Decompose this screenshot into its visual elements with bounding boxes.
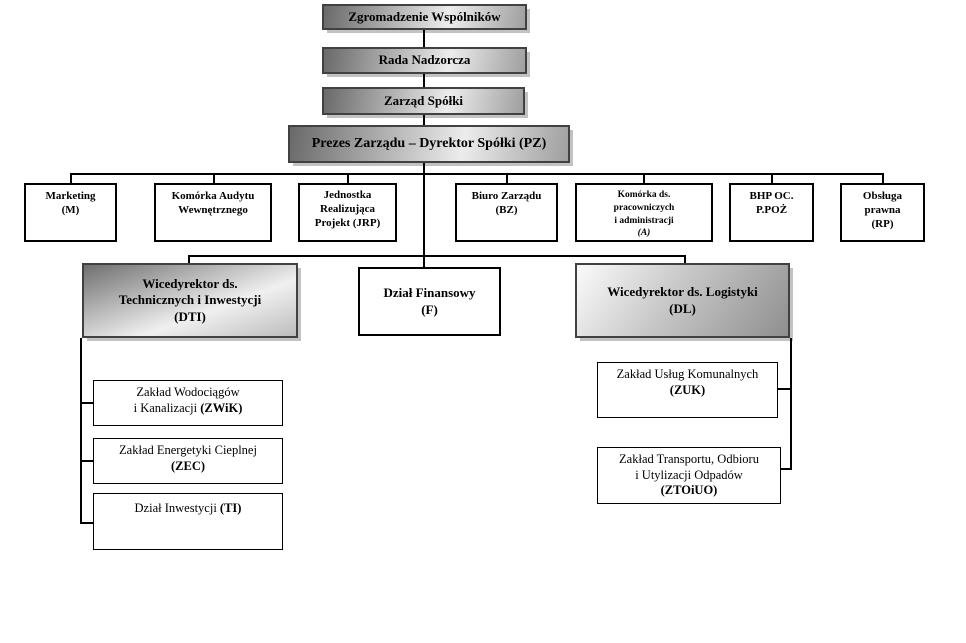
node-label: Wewnętrznego — [178, 203, 248, 216]
node-label: prawna — [864, 203, 901, 216]
connector-drop-bhp — [771, 173, 773, 183]
node-label: Zakład Energetyki Cieplnej — [119, 443, 257, 457]
node-label: Wicedyrektor ds. Logistyki — [607, 284, 758, 300]
org-node-ti: Dział Inwestycji (TI) — [93, 493, 283, 550]
connector-stub-zuk — [778, 388, 792, 390]
node-label: Obsługa — [862, 190, 903, 202]
org-node-biuro-zarzadu: Biuro Zarządu (BZ) — [455, 183, 558, 242]
connector-stub-zwik — [80, 402, 93, 404]
connector-drop-dti — [188, 255, 190, 264]
node-label: Prezes Zarządu – Dyrektor Spółki (PZ) — [311, 136, 547, 152]
org-node-zuk: Zakład Usług Komunalnych (ZUK) — [597, 362, 778, 418]
node-label: Marketing — [45, 190, 96, 202]
org-node-obsluga-prawna: Obsługa prawna (RP) — [840, 183, 925, 242]
connector-drop-biuro — [506, 173, 508, 183]
node-label: i administracji — [614, 215, 674, 226]
node-label: BHP OC. — [749, 190, 794, 202]
node-label: Wicedyrektor ds. — [142, 276, 238, 292]
org-node-marketing: Marketing (M) — [24, 183, 117, 242]
node-abbr: (M) — [61, 203, 80, 216]
org-node-ztoiuo: Zakład Transportu, Odbioru i Utylizacji … — [597, 447, 781, 504]
org-node-dzial-finansowy: Dział Finansowy (F) — [358, 267, 501, 336]
node-abbr: (ZEC) — [170, 458, 206, 473]
org-node-wicedyrektor-dl: Wicedyrektor ds. Logistyki (DL) — [575, 263, 790, 338]
org-node-jrp: Jednostka Realizująca Projekt (JRP) — [298, 183, 397, 242]
node-abbr: (BZ) — [495, 203, 518, 216]
node-label: Zakład Usług Komunalnych — [616, 367, 759, 381]
node-label: Realizująca — [320, 202, 375, 215]
node-label: Zakład Wodociągów — [136, 385, 240, 399]
node-abbr: (RP) — [871, 217, 894, 230]
node-label: Dział Inwestycji — [134, 501, 217, 515]
connector-drop-marketing — [70, 173, 72, 183]
node-abbr: (ZTOiUO) — [660, 483, 718, 498]
connector-drop-kadry — [643, 173, 645, 183]
connector-zgromadzenie-rada — [423, 30, 425, 47]
node-abbr: Projekt (JRP) — [314, 216, 381, 229]
node-abbr: (F) — [421, 301, 438, 317]
node-abbr: (DL) — [669, 300, 696, 316]
org-node-zec: Zakład Energetyki Cieplnej (ZEC) — [93, 438, 283, 484]
org-node-bhp: BHP OC. P.POŻ — [729, 183, 814, 242]
connector-stub-ztoiuo — [781, 468, 792, 470]
org-node-zgromadzenie-wspolnikow: Zgromadzenie Wspólników — [322, 4, 527, 30]
connector-drop-finanse — [423, 255, 425, 268]
connector-stub-ti — [80, 522, 93, 524]
org-node-zarzad-spolki: Zarząd Spółki — [322, 87, 525, 115]
connector-drop-prawna — [882, 173, 884, 183]
node-label: Technicznych i Inwestycji — [118, 292, 262, 308]
connector-drop-audyt — [213, 173, 215, 183]
connector-drop-jrp — [347, 173, 349, 183]
node-abbr: (ZUK) — [669, 382, 706, 397]
node-label: P.POŻ — [755, 203, 788, 216]
node-abbr: (ZWiK) — [200, 400, 243, 415]
connector-dti-trunk — [80, 338, 82, 524]
node-label: Jednostka — [323, 189, 372, 201]
connector-rail-directors — [188, 255, 686, 257]
node-abbr: (TI) — [219, 501, 242, 515]
org-node-komorka-pracownicza: Komórka ds. pracowniczych i administracj… — [575, 183, 713, 242]
org-node-zwik: Zakład Wodociągów i Kanalizacji (ZWiK) — [93, 380, 283, 426]
connector-dl-trunk — [790, 338, 792, 470]
node-label: Zakład Transportu, Odbioru — [619, 452, 759, 466]
node-label: Dział Finansowy — [383, 285, 476, 301]
node-label: Zarząd Spółki — [383, 92, 464, 108]
org-node-rada-nadzorcza: Rada Nadzorcza — [322, 47, 527, 74]
connector-stub-zec — [80, 460, 93, 462]
node-label: Komórka Audytu — [171, 190, 255, 202]
node-label: i Utylizacji Odpadów — [635, 467, 743, 482]
node-abbr: (DTI) — [174, 308, 206, 324]
node-label: Rada Nadzorcza — [378, 52, 471, 68]
org-node-wicedyrektor-dti: Wicedyrektor ds. Technicznych i Inwestyc… — [82, 263, 298, 338]
connector-rada-zarzad — [423, 74, 425, 87]
connector-rail-staff — [70, 173, 884, 175]
node-label: pracowniczych — [613, 202, 675, 213]
node-label: Biuro Zarządu — [471, 190, 542, 202]
connector-prezes-trunk — [423, 163, 425, 255]
node-label: i Kanalizacji (ZWiK) — [133, 400, 243, 415]
connector-zarzad-prezes — [423, 115, 425, 125]
node-label: Zgromadzenie Wspólników — [348, 8, 501, 24]
org-node-prezes-zarzadu: Prezes Zarządu – Dyrektor Spółki (PZ) — [288, 125, 570, 163]
connector-drop-dl — [684, 255, 686, 264]
node-label: Komórka ds. — [617, 190, 671, 200]
node-abbr: (A) — [637, 228, 651, 239]
org-node-komorka-audytu: Komórka Audytu Wewnętrznego — [154, 183, 272, 242]
